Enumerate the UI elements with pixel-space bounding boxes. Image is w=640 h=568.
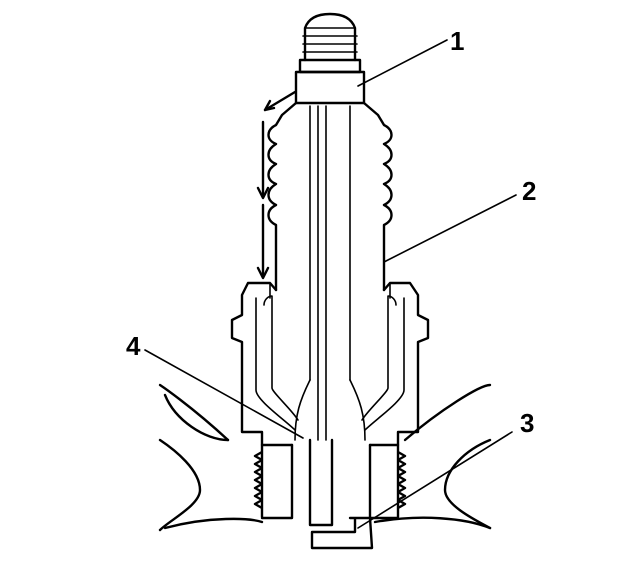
center-electrode bbox=[308, 105, 334, 527]
dimension-arrows bbox=[256, 90, 297, 280]
terminal-nut bbox=[294, 12, 366, 105]
shell-body bbox=[230, 281, 430, 447]
cylinder-head bbox=[158, 383, 492, 532]
callout-2: 2 bbox=[522, 176, 536, 206]
leader-lines bbox=[144, 39, 517, 529]
callout-4: 4 bbox=[126, 331, 141, 361]
ground-electrode bbox=[310, 516, 374, 550]
threads bbox=[253, 443, 407, 520]
callout-1: 1 bbox=[450, 26, 464, 56]
callout-3: 3 bbox=[520, 408, 534, 438]
insulator bbox=[267, 101, 393, 381]
